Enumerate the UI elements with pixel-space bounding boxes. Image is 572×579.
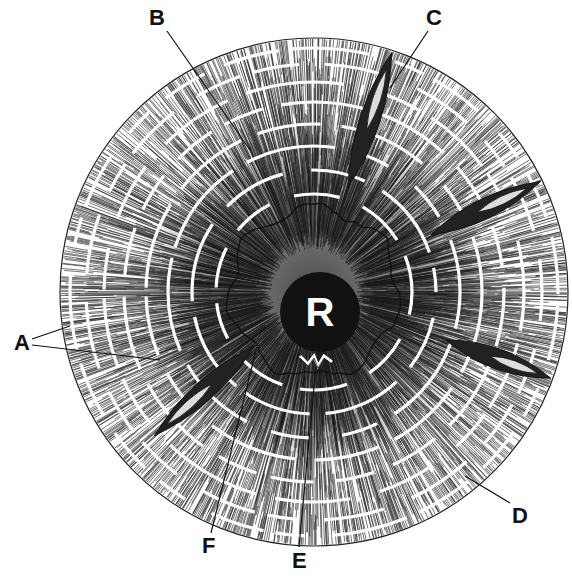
ray-line: [260, 45, 277, 123]
ray-line: [160, 116, 219, 184]
ray-line: [149, 100, 170, 125]
ray-line: [261, 513, 267, 539]
ray-line: [88, 291, 169, 292]
ray-line: [283, 41, 290, 95]
ray-line: [67, 338, 103, 346]
ray-line: [410, 63, 421, 87]
ray-line: [296, 40, 303, 145]
ray-line: [85, 292, 172, 293]
ray-line: [61, 291, 98, 292]
ray-line: [340, 41, 343, 67]
ray-line: [138, 445, 166, 474]
ray-line: [491, 300, 549, 303]
ray-line: [67, 249, 141, 262]
ray-line: [301, 39, 303, 85]
ray-line: [526, 292, 567, 293]
ray-line: [290, 88, 293, 114]
ray-line: [406, 371, 506, 457]
ray-line: [349, 42, 353, 69]
ray-line: [454, 423, 484, 451]
ray-line: [286, 41, 291, 81]
ray-line: [202, 498, 212, 519]
ray-line: [325, 438, 330, 500]
ray-line: [364, 456, 388, 534]
ray-line: [328, 485, 332, 544]
ray-line: [325, 523, 326, 545]
ray-line: [358, 503, 366, 540]
ray-line: [89, 177, 183, 225]
ray-line: [83, 188, 187, 235]
ray-line: [521, 311, 566, 315]
ray-line: [328, 436, 339, 543]
ray-line: [332, 40, 334, 66]
ray-line: [113, 138, 138, 158]
ray-line: [336, 519, 338, 543]
ray-line: [374, 502, 383, 535]
ray-line: [297, 431, 302, 498]
ray-line: [61, 281, 94, 282]
ray-line: [61, 290, 85, 291]
ray-line: [324, 504, 326, 545]
ray-line: [260, 444, 281, 539]
ray-line: [312, 39, 313, 72]
ray-line: [456, 405, 512, 450]
ray-line: [337, 103, 341, 130]
ray-line: [341, 41, 344, 68]
section-ground: [60, 38, 568, 546]
ray-line: [75, 297, 141, 299]
ray-line: [76, 206, 146, 231]
ray-line: [195, 494, 206, 515]
ray-line: [314, 58, 315, 180]
ray-line: [144, 440, 164, 460]
ray-line: [293, 67, 301, 151]
ray-line: [281, 41, 289, 101]
ray-line: [248, 133, 277, 203]
ray-line: [62, 301, 167, 308]
ray-line: [61, 302, 138, 306]
ray-line: [216, 59, 242, 120]
ray-line: [67, 237, 161, 258]
ray-line: [311, 515, 312, 545]
ray-line: [100, 217, 156, 237]
ray-line: [318, 441, 321, 537]
ray-line: [337, 512, 340, 544]
ray-line: [310, 39, 311, 145]
radial-rays: [61, 39, 567, 545]
ray-line: [312, 498, 313, 545]
ray-line: [487, 292, 567, 293]
ray-line: [307, 59, 308, 100]
ray-line: [169, 85, 223, 163]
ray-line: [110, 311, 172, 319]
ray-line: [400, 498, 411, 525]
ray-line: [315, 514, 316, 545]
ray-line: [312, 436, 313, 497]
